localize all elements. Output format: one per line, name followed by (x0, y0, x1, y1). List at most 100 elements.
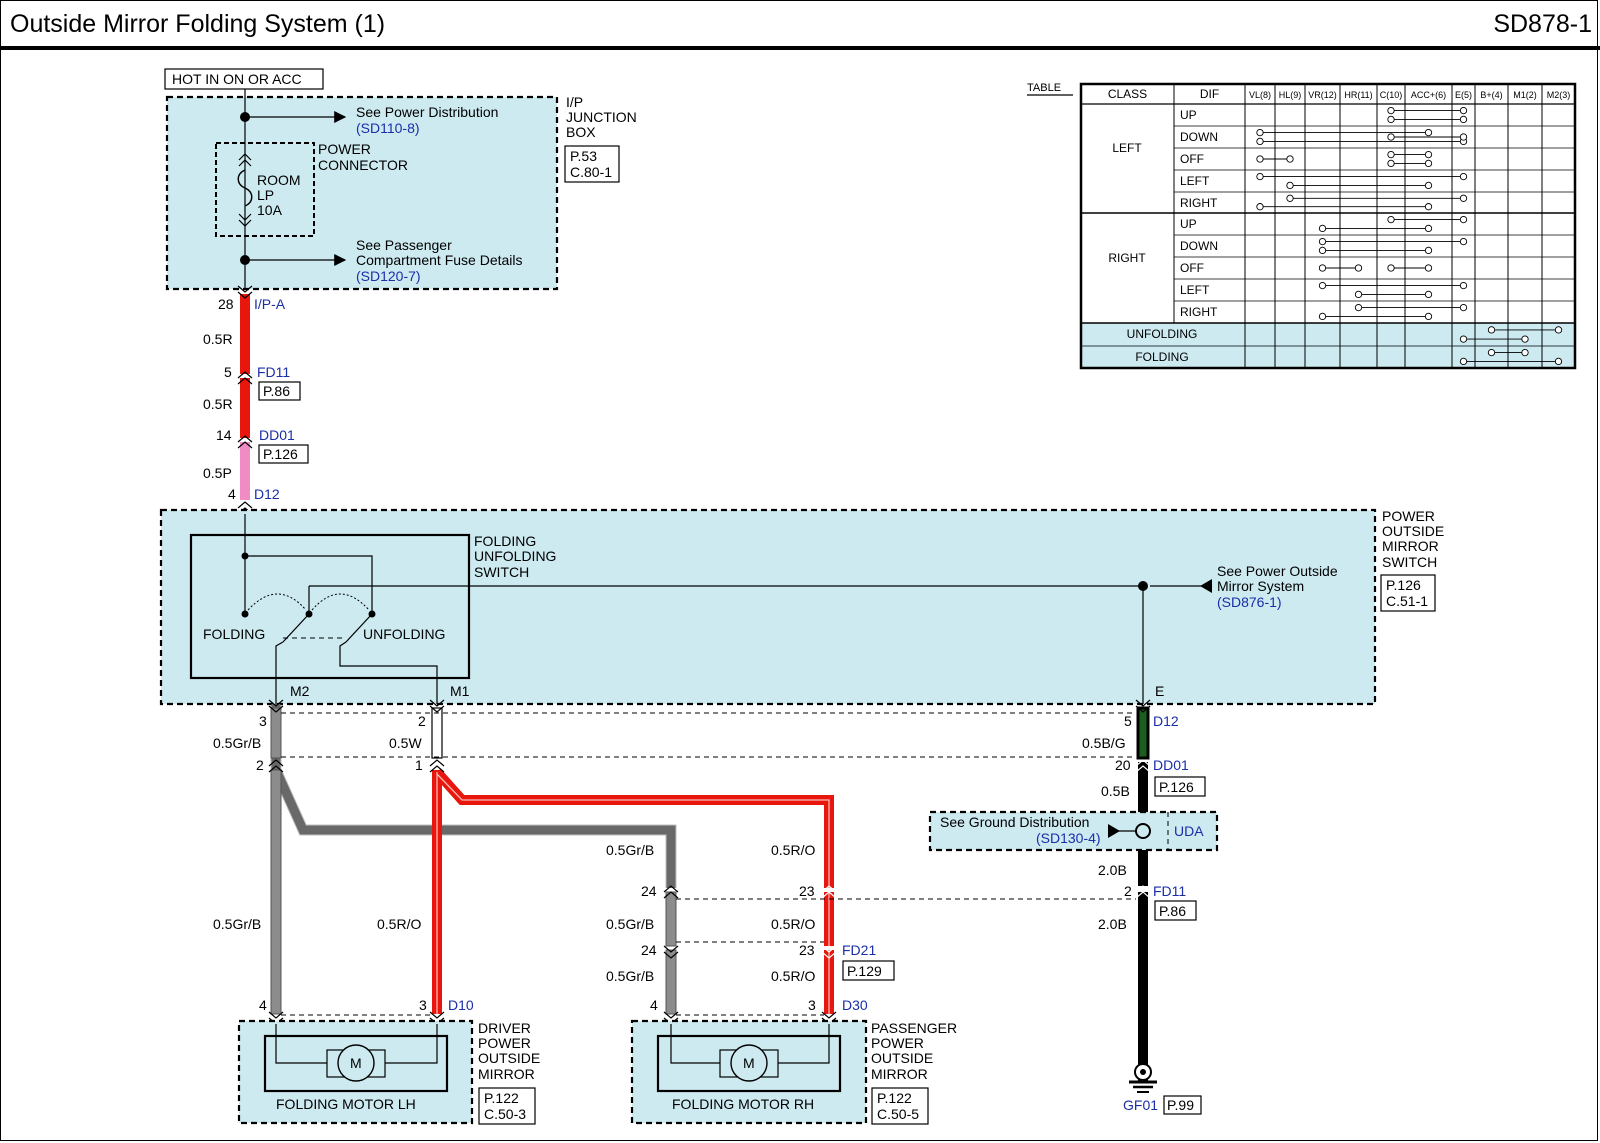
table-class-right: RIGHT (1108, 251, 1146, 265)
wire-gray-top (270, 707, 282, 759)
see-mirror-ref: (SD876-1) (1217, 594, 1282, 610)
m2-label: M2 (290, 683, 310, 699)
d10-r-pin: 3 (419, 997, 427, 1013)
driver-ref-box (478, 1087, 536, 1125)
table-row-folding: FOLDING (1135, 350, 1188, 364)
wire-gray-rh-1 (665, 891, 677, 947)
table-conn-terminal (1424, 203, 1433, 211)
e-label: E (1155, 683, 1164, 699)
table-conn-terminal (1459, 335, 1468, 343)
driver-motor-lead-r (385, 1024, 438, 1064)
wire-label-gr-rh1: 0.5Gr/B (606, 916, 654, 932)
switch-bus (245, 555, 373, 614)
wire-label-gr-lh: 0.5Gr/B (213, 916, 261, 932)
hot-label-box (164, 68, 324, 90)
d30-r-name: D30 (842, 997, 868, 1013)
table-conn-terminal (1521, 335, 1529, 343)
table-conn-terminal (1256, 203, 1264, 211)
table-conn-terminal (1387, 133, 1395, 141)
see-power-dist: See Power Distribution (356, 104, 498, 120)
passenger-page: P.122 (877, 1090, 912, 1106)
folding-label: FOLDING (203, 626, 265, 642)
passenger-name-4: MIRROR (871, 1066, 928, 1082)
table-row-left-3: LEFT (1180, 174, 1210, 188)
ground-dist-splice (1135, 823, 1151, 839)
fd11-r-pin: 23 (799, 883, 815, 899)
dd01-top-page: P.126 (263, 446, 298, 462)
d12-top-pin: 4 (228, 486, 236, 502)
table-header-1: DIF (1200, 87, 1219, 101)
switch-arc-2 (311, 593, 370, 611)
wire-label-bg: 0.5B/G (1082, 735, 1126, 751)
wire-red-1 (240, 294, 250, 374)
table-conn-terminal (1459, 357, 1468, 366)
fd11-e-page: P.86 (1159, 903, 1186, 919)
table-conn-terminal (1424, 312, 1433, 321)
table-conn-terminal (1354, 290, 1363, 299)
ipa-name: I/P-A (254, 296, 286, 312)
table-conn-terminal (1424, 150, 1433, 159)
fd11-l-pin: 24 (641, 883, 657, 899)
table-conn-terminal (1318, 246, 1327, 255)
conn-chevron-dd01-top (237, 435, 253, 449)
wire-red-2 (240, 378, 250, 438)
table-label: TABLE (1027, 82, 1061, 94)
driver-motor-lead-l (275, 1024, 327, 1064)
table-row-right-2: OFF (1180, 261, 1204, 275)
see-fuse-details-2: Compartment Fuse Details (356, 252, 523, 268)
table-header-3: HL(9) (1279, 90, 1302, 100)
fuse-chevron-bottom (238, 213, 252, 227)
table-conn-terminal (1424, 224, 1433, 233)
table-row-left-4: RIGHT (1180, 196, 1218, 210)
d30-l-pin: 4 (650, 997, 658, 1013)
table-conn-terminal (1554, 326, 1563, 334)
wire-label-b1: 0.5B (1101, 783, 1130, 799)
wire-label-w1b: 0.5W (389, 735, 422, 751)
switch-conn: C.51-1 (1386, 593, 1428, 609)
driver-motor-symbol (337, 1044, 375, 1082)
dd01-m1-pin: 1 (415, 757, 423, 773)
passenger-name-3: OUTSIDE (871, 1050, 933, 1066)
switch-blade-1 (282, 613, 310, 643)
fuse-chevron-top (238, 153, 252, 167)
passenger-name-2: POWER (871, 1035, 924, 1051)
power-connector-label-1: POWER (318, 141, 371, 157)
see-fuse-details-ref: (SD120-7) (356, 268, 421, 284)
title-bar: Outside Mirror Folding System (1) SD878-… (0, 0, 1600, 50)
table-row-unfolding: UNFOLDING (1127, 327, 1198, 341)
fd21-r-name: FD21 (842, 942, 876, 958)
table-row-right-4: RIGHT (1180, 305, 1218, 319)
table-conn-terminal (1318, 264, 1327, 272)
table-conn-terminal (1424, 128, 1433, 137)
dd01-m2-pin: 2 (256, 757, 264, 773)
table-conn-terminal (1354, 264, 1363, 272)
ground-dist-text: See Ground Distribution (940, 814, 1089, 830)
conn-chevron-ipa (237, 285, 253, 299)
fd11-top-name: FD11 (257, 364, 290, 380)
table-conn-terminal (1459, 115, 1468, 124)
table-conn-terminal (1459, 194, 1468, 202)
switch-name-4: SWITCH (1382, 554, 1437, 570)
fuse-name-3: 10A (257, 202, 283, 218)
switch-ref-box (1380, 574, 1436, 612)
table-conn-terminal (1424, 246, 1433, 255)
ground-name: GF01 (1123, 1097, 1158, 1113)
table-conn-terminal (1387, 264, 1395, 272)
fd21-page: P.129 (847, 963, 882, 979)
driver-name-4: MIRROR (478, 1066, 535, 1082)
table-header-4: VR(12) (1308, 90, 1337, 100)
dd01-top-pin: 14 (216, 427, 232, 443)
wire-gray-lh (270, 769, 282, 1015)
wire-gray-rh-2 (665, 949, 677, 1015)
table-conn-terminal (1256, 155, 1264, 163)
table-conn-terminal (1554, 357, 1563, 366)
passenger-motor-lead-r (778, 1024, 830, 1064)
ground-dist-panel (928, 810, 1219, 852)
d30-r-pin: 3 (808, 997, 816, 1013)
table-conn-terminal (1459, 237, 1468, 246)
ground-icon (1129, 1063, 1157, 1093)
wire-label-w1: 0.5R (203, 331, 233, 347)
ground-dist-arrowhead (1108, 824, 1120, 838)
junction-box-name-2: JUNCTION (566, 109, 637, 125)
